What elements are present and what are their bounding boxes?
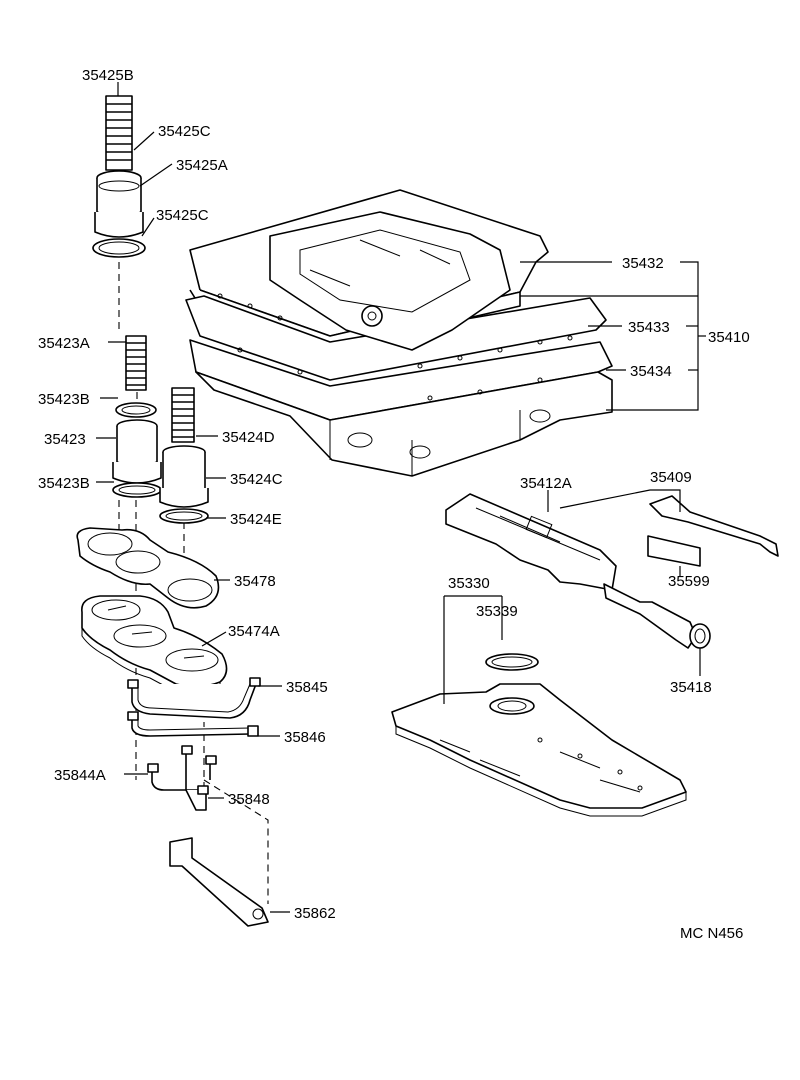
label-35423b-bottom: 35423B	[38, 475, 90, 492]
spring-35423a	[125, 335, 147, 391]
label-35410: 35410	[708, 329, 750, 346]
figure-code: MC N456	[680, 925, 743, 942]
label-35432: 35432	[622, 255, 664, 272]
label-35424e: 35424E	[230, 511, 282, 528]
label-35434: 35434	[630, 363, 672, 380]
ring-35424e	[159, 508, 209, 524]
label-35412a: 35412A	[520, 475, 572, 492]
label-35425c-top: 35425C	[158, 123, 211, 140]
spring-35424d	[171, 387, 195, 443]
label-35418: 35418	[670, 679, 712, 696]
bracket-35599	[647, 535, 701, 567]
o-ring-35339	[485, 653, 539, 671]
label-35433: 35433	[628, 319, 670, 336]
sleeve-35424c	[159, 445, 209, 508]
part-labels: 35425B 35425C 35425A 35425C 35423A 35423…	[38, 67, 750, 942]
label-35425a: 35425A	[176, 157, 228, 174]
label-35423a: 35423A	[38, 335, 90, 352]
bracket-35862	[169, 837, 269, 927]
label-35846: 35846	[284, 729, 326, 746]
label-35425b: 35425B	[82, 67, 134, 84]
label-35599: 35599	[668, 573, 710, 590]
ring-35425c-lower	[92, 238, 146, 258]
label-35425c-bottom: 35425C	[156, 207, 209, 224]
label-35844a: 35844A	[54, 767, 106, 784]
label-35330: 35330	[448, 575, 490, 592]
label-35409: 35409	[650, 469, 692, 486]
pipe-35848	[185, 785, 209, 811]
valve-body-35410	[185, 189, 613, 477]
pipe-35845	[127, 677, 261, 719]
solenoid-body-35412a	[445, 493, 617, 591]
gasket-35478	[76, 527, 220, 609]
sleeve-35425a	[94, 170, 144, 238]
pipe-35846	[127, 711, 259, 737]
detent-spring-35409	[649, 495, 779, 557]
cover-plate-35474a	[81, 595, 228, 696]
label-35848: 35848	[228, 791, 270, 808]
oil-strainer-35330	[391, 683, 687, 817]
label-35478: 35478	[234, 573, 276, 590]
ring-35423b-top	[115, 402, 157, 418]
label-35424d: 35424D	[222, 429, 275, 446]
pipe-35844a	[147, 745, 217, 791]
label-35423: 35423	[44, 431, 86, 448]
label-35424c: 35424C	[230, 471, 283, 488]
spring-35425b	[105, 95, 133, 171]
sleeve-35423	[112, 419, 162, 484]
cable-35418	[603, 583, 711, 649]
label-35339: 35339	[476, 603, 518, 620]
label-35862: 35862	[294, 905, 336, 922]
label-35474a: 35474A	[228, 623, 280, 640]
label-35423b-top: 35423B	[38, 391, 90, 408]
label-35845: 35845	[286, 679, 328, 696]
ring-35423b-bottom	[112, 482, 162, 498]
